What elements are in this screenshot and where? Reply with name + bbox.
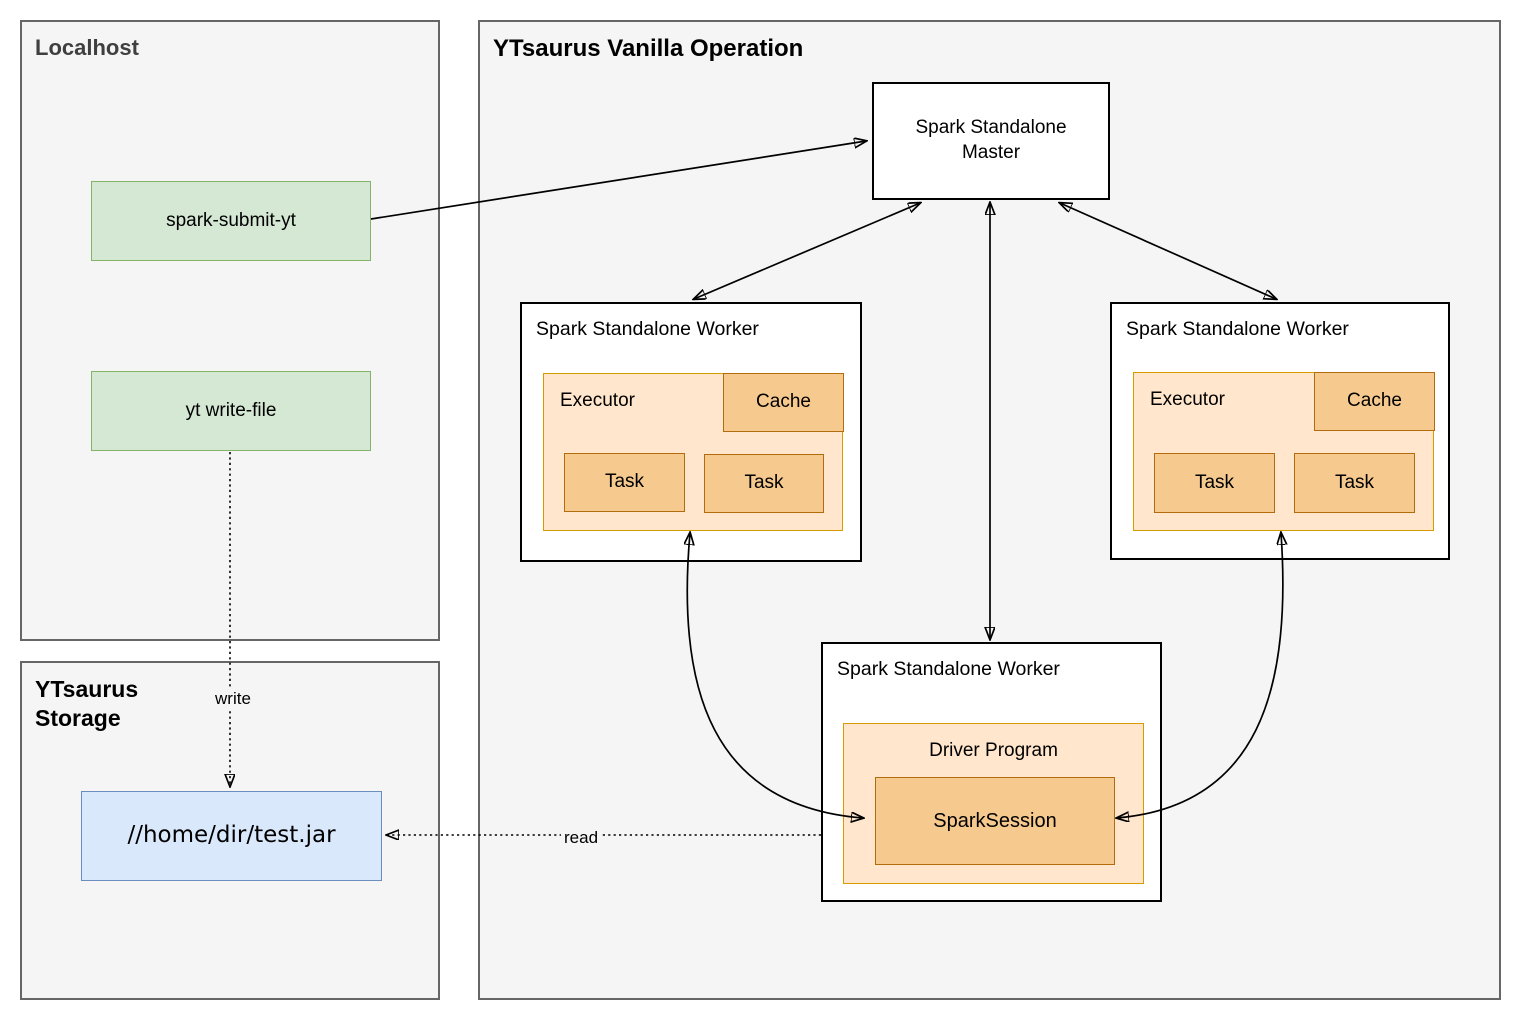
spark-master-label: Spark Standalone Master — [915, 117, 1067, 163]
localhost-title: Localhost — [35, 35, 139, 60]
worker-bottom-title: Spark Standalone Worker — [837, 658, 1060, 680]
spark-session-label: SparkSession — [933, 810, 1057, 832]
worker-right-title: Spark Standalone Worker — [1126, 318, 1349, 340]
node-spark-master: Spark Standalone Master — [872, 82, 1110, 200]
storage-title: YTsaurus Storage — [35, 676, 139, 731]
task-left-1-label: Task — [604, 471, 645, 493]
jar-file-label: //home/dir/test.jar — [127, 822, 336, 849]
worker-left-title: Spark Standalone Worker — [536, 318, 759, 340]
task-right-2-label: Task — [1334, 471, 1375, 493]
executor-right-title: Executor — [1150, 389, 1225, 410]
node-yt-write-file: yt write-file — [91, 371, 371, 451]
node-worker-right: Spark Standalone Worker Executor Cache T… — [1110, 302, 1450, 560]
node-spark-submit-yt: spark-submit-yt — [91, 181, 371, 261]
cache-left: Cache — [723, 373, 844, 432]
cache-right: Cache — [1314, 372, 1435, 431]
driver-program: Driver Program SparkSession — [843, 723, 1144, 884]
cache-right-label: Cache — [1347, 390, 1402, 412]
operation-title: YTsaurus Vanilla Operation — [493, 35, 804, 62]
edge-label-read: read — [561, 827, 602, 850]
cache-left-label: Cache — [756, 391, 811, 413]
spark-submit-yt-label: spark-submit-yt — [166, 209, 296, 231]
driver-program-title: Driver Program — [929, 740, 1058, 761]
task-left-2: Task — [704, 454, 824, 513]
edge-label-write: write — [212, 688, 254, 711]
executor-left-title: Executor — [560, 390, 635, 411]
task-right-1-label: Task — [1194, 471, 1235, 493]
executor-right: Executor Cache Task Task — [1133, 372, 1435, 531]
task-right-1: Task — [1154, 453, 1275, 513]
task-left-1: Task — [564, 453, 685, 512]
node-jar-file: //home/dir/test.jar — [81, 791, 382, 881]
node-worker-bottom: Spark Standalone Worker Driver Program S… — [821, 642, 1162, 902]
executor-left: Executor Cache Task Task — [543, 373, 844, 531]
spark-session: SparkSession — [875, 777, 1115, 865]
yt-write-file-label: yt write-file — [185, 399, 277, 421]
task-right-2: Task — [1294, 453, 1415, 513]
node-worker-left: Spark Standalone Worker Executor Cache T… — [520, 302, 862, 562]
container-localhost: Localhost — [20, 20, 440, 641]
task-left-2-label: Task — [744, 472, 784, 494]
